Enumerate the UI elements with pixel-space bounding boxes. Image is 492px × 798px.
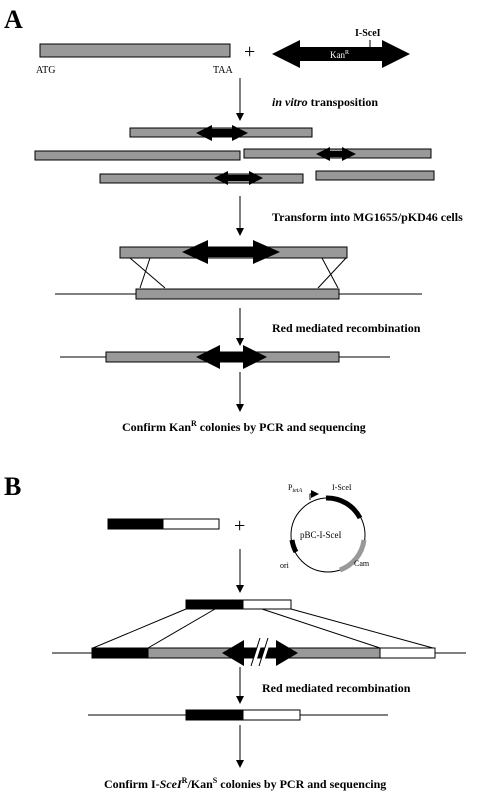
start-codon-label: ATG [36, 65, 55, 76]
cam-label: Cam [354, 559, 370, 568]
stop-codon-label: TAA [213, 65, 234, 76]
panel-b-label: B [4, 472, 21, 501]
isce1-cut-line-2 [258, 637, 269, 667]
crossover-line-3 [321, 257, 339, 289]
step-a4-label: Confirm KanR colonies by PCR and sequenc… [122, 419, 366, 434]
insertion-bar-4 [99, 173, 304, 184]
isce1-site-label: I-SceI [355, 28, 381, 39]
final-white-segment [242, 709, 301, 721]
plasmid-isce1-label: I-SceI [332, 483, 352, 492]
homology-line-3 [261, 608, 381, 649]
ori-label: ori [280, 561, 290, 570]
linear-fragment-black [185, 599, 244, 610]
step-a2-label: Transform into MG1655/pKD46 cells [272, 210, 463, 224]
insertion-cassette-3 [316, 147, 356, 161]
chromosome-black-segment [91, 647, 149, 659]
chromosome-white-segment [379, 647, 436, 659]
cam-gene-segment [339, 539, 367, 573]
isce1-cut-line-1 [250, 637, 261, 667]
step-a3-label: Red mediated recombination [272, 321, 421, 335]
linear-insert-cassette [182, 240, 280, 264]
insertion-cassette-1 [196, 125, 248, 141]
plasmid-name: pBC-I-SceI [300, 530, 342, 540]
fragment-black-segment [107, 518, 164, 530]
homology-line-1 [92, 608, 187, 649]
step-a1-label: in vitro transposition [272, 95, 378, 109]
step-b2-label: Confirm I-SceIR/KanS colonies by PCR and… [104, 776, 386, 791]
kan-cassette-b [222, 640, 298, 666]
crossover-line-1 [129, 257, 166, 289]
kan-cassette-arrow [272, 40, 410, 68]
plus-sign-b: + [234, 515, 245, 537]
ori-segment [289, 539, 299, 554]
target-gene-bar [39, 43, 231, 58]
promoter-label: PtetA [288, 483, 302, 494]
crossover-line-2 [139, 257, 151, 289]
linear-fragment-white [242, 599, 292, 610]
isce1-cut-mark-1 [251, 637, 264, 667]
promoter-arrow [309, 490, 319, 500]
final-black-segment [185, 709, 244, 721]
chromosomal-gene-bar [135, 288, 340, 300]
kan-cassette-label: KanR [330, 50, 349, 60]
insertion-bar-5 [315, 170, 435, 181]
insertion-bar-2 [34, 150, 241, 161]
recombined-cassette [196, 345, 267, 369]
step-b1-label: Red mediated recombination [262, 681, 411, 695]
panel-a-label: A [4, 5, 23, 34]
plus-sign-a: + [244, 41, 255, 63]
crossover-line-4 [317, 257, 347, 289]
fragment-white-segment [162, 518, 220, 530]
isce1-gene-segment [325, 495, 363, 520]
insertion-cassette-4 [214, 171, 263, 185]
isce1-cut-mark-2 [259, 637, 272, 667]
homology-line-4 [290, 608, 434, 649]
homology-line-2 [147, 608, 216, 649]
